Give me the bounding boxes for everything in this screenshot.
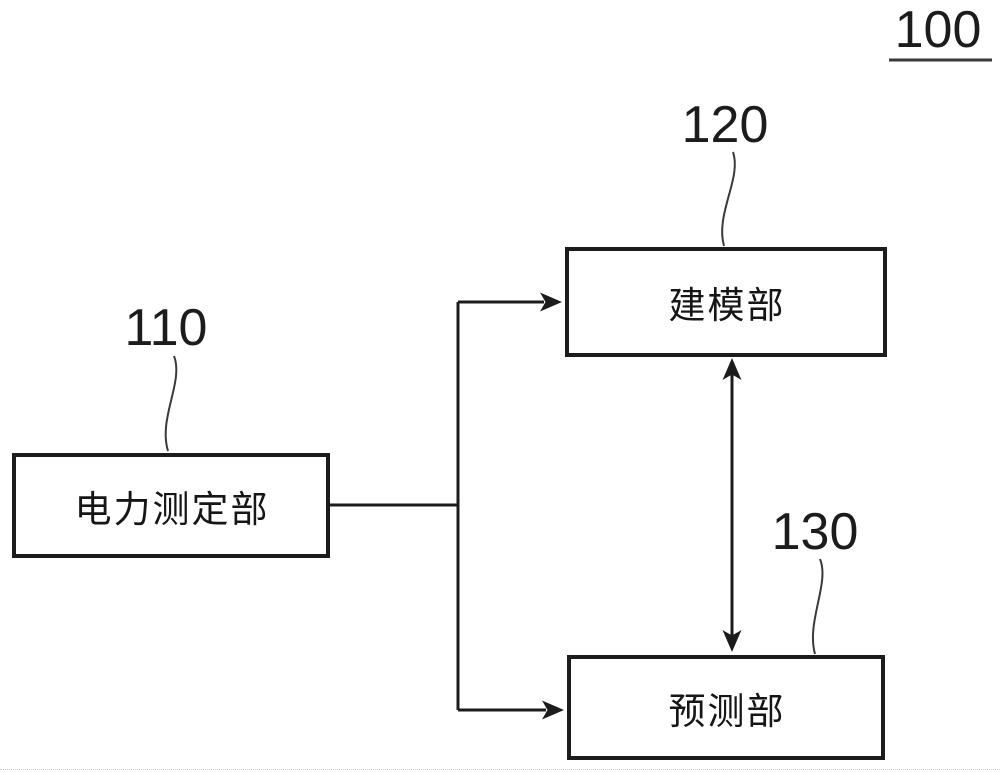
ref-number-110: 110	[124, 299, 208, 357]
block-prediction: 预测部	[567, 655, 885, 760]
block-power-measurement-label: 电力测定部	[74, 487, 270, 531]
ref-number-120: 120	[681, 96, 769, 154]
block-prediction-label: 预测部	[668, 689, 786, 733]
arrowhead-up-icon	[722, 358, 742, 380]
arrowhead-right-prediction-icon	[542, 700, 564, 720]
block-modeling-label: 建模部	[668, 284, 786, 327]
block-modeling: 建模部	[565, 247, 887, 357]
arrowhead-down-icon	[722, 630, 742, 652]
ref-number-130: 130	[771, 503, 859, 561]
leader-line-120	[721, 151, 736, 247]
figure-number: 100	[894, 1, 982, 59]
block-power-measurement: 电力测定部	[12, 453, 330, 558]
leader-line-130	[811, 558, 824, 655]
scan-artifact-line	[0, 769, 1000, 770]
arrowhead-right-modeling-icon	[540, 292, 562, 312]
leader-line-110	[164, 355, 178, 452]
